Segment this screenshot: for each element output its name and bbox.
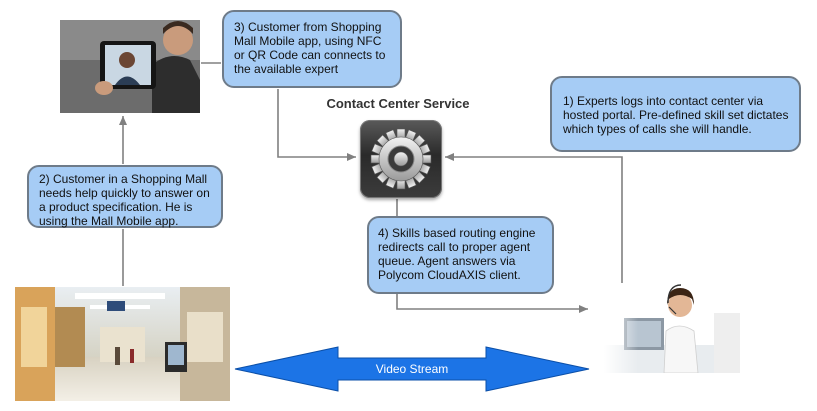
service-title: Contact Center Service bbox=[326, 96, 470, 111]
connector-agent-to-service bbox=[445, 153, 623, 283]
headset-agent-photo bbox=[604, 283, 740, 373]
gear-icon bbox=[360, 120, 442, 198]
video-stream-arrow bbox=[234, 346, 590, 392]
callout-step4: 4) Skills based routing engine redirects… bbox=[367, 216, 554, 294]
shopping-mall-photo bbox=[15, 287, 230, 401]
callout-step3: 3) Customer from Shopping Mall Mobile ap… bbox=[222, 10, 402, 88]
video-stream-label: Video Stream bbox=[375, 362, 449, 376]
callout-step2: 2) Customer in a Shopping Mall needs hel… bbox=[27, 165, 223, 228]
callout-step1: 1) Experts logs into contact center via … bbox=[550, 76, 801, 152]
connector-step3-to-service bbox=[277, 89, 356, 161]
customer-tablet-photo bbox=[60, 20, 200, 113]
